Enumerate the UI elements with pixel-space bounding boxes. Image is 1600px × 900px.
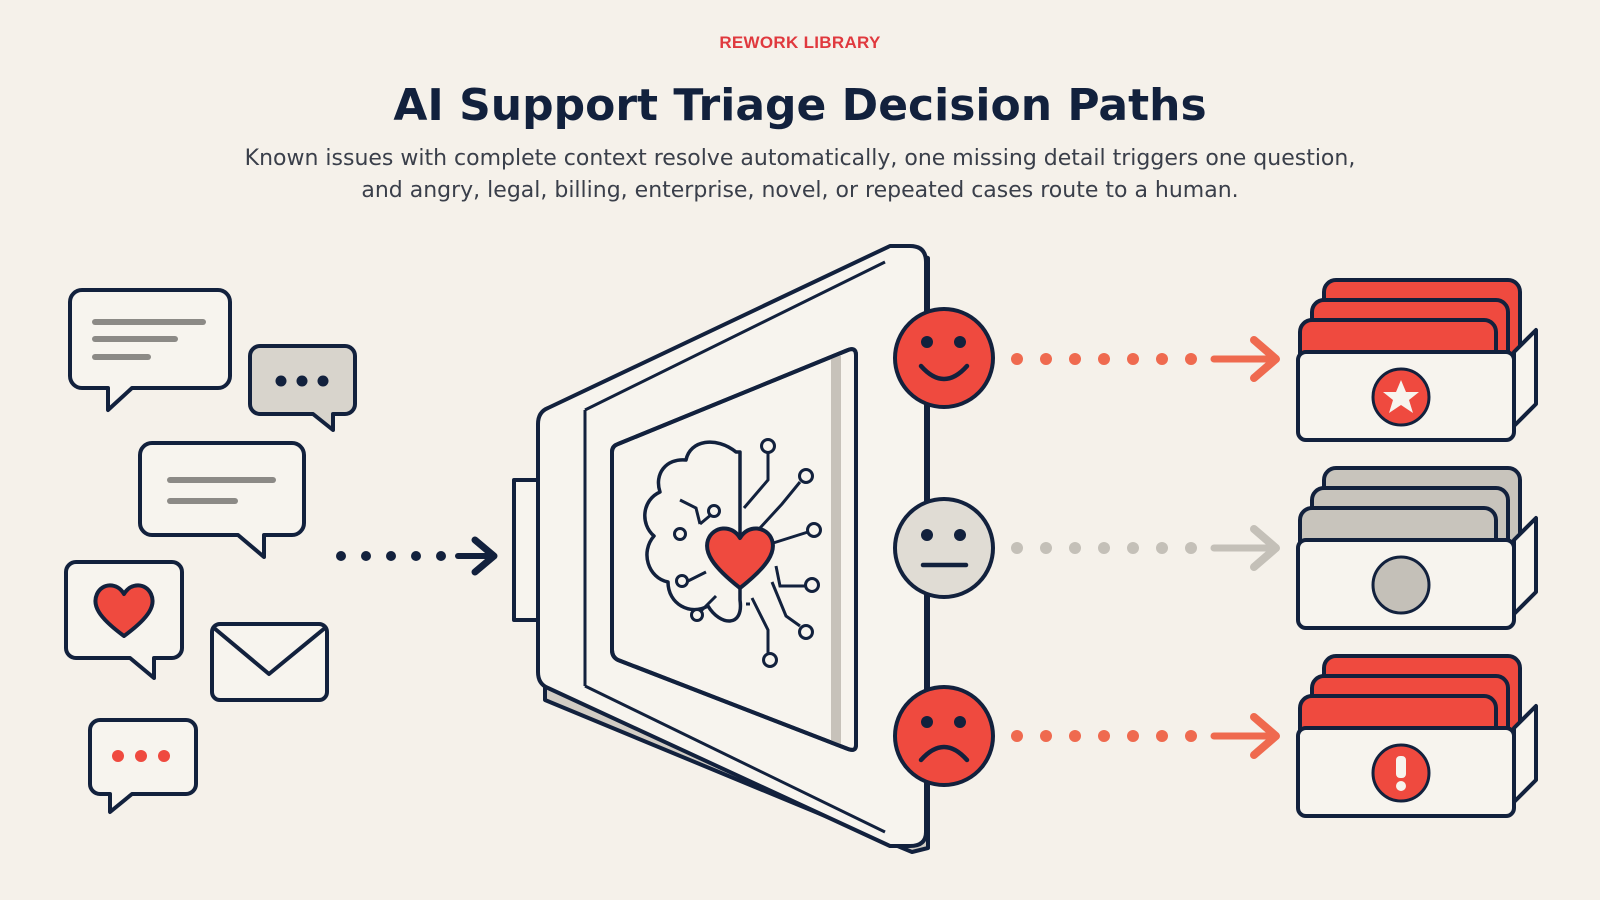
message-bubble-icon <box>138 441 306 559</box>
subtitle-line-2: and angry, legal, billing, enterprise, n… <box>361 178 1239 203</box>
typing-bubble-icon <box>248 344 357 432</box>
sad-face-icon <box>893 685 995 787</box>
exclamation-badge-icon <box>1371 743 1431 803</box>
star-badge-icon <box>1371 367 1431 427</box>
kicker-label: REWORK LIBRARY <box>719 33 881 52</box>
message-bubble-icon <box>68 288 232 412</box>
ai-brain-heart-icon <box>643 438 822 668</box>
grey-circle-icon <box>1371 555 1431 615</box>
page-title: AI Support Triage Decision Paths <box>393 80 1207 131</box>
happy-path-arrow <box>1011 336 1280 382</box>
input-arrow <box>336 536 498 576</box>
subtitle-line-1: Known issues with complete context resol… <box>244 146 1356 171</box>
envelope-icon <box>210 622 329 702</box>
clarify-tray <box>1296 466 1538 630</box>
sad-path-arrow <box>1011 713 1280 759</box>
typing-bubble-icon <box>88 718 198 814</box>
neutral-path-arrow <box>1011 525 1280 571</box>
neutral-face-icon <box>893 497 995 599</box>
triage-engine <box>512 244 930 854</box>
escalate-tray <box>1296 654 1538 818</box>
inputs-cluster <box>64 288 357 814</box>
page-subtitle: Known issues with complete context resol… <box>200 143 1400 207</box>
resolved-tray <box>1296 278 1538 442</box>
heart-bubble-icon <box>64 560 184 680</box>
smiley-face-icon <box>893 307 995 409</box>
